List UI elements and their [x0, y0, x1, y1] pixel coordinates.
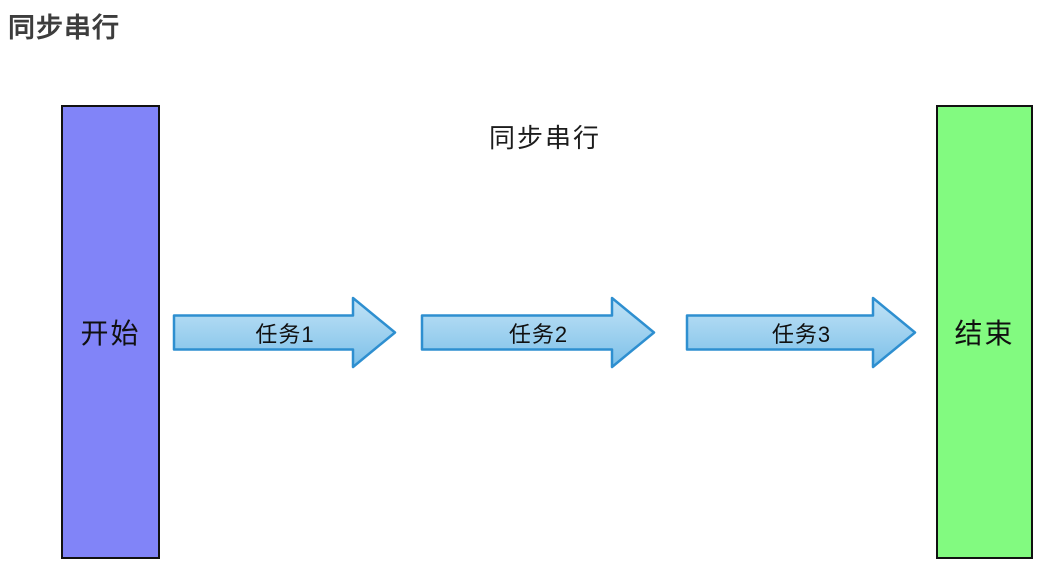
- page-title: 同步串行: [8, 13, 120, 43]
- right-arrow-icon: [172, 296, 397, 369]
- right-arrow-icon: [420, 296, 656, 369]
- end-node-label: 结束: [954, 318, 1015, 349]
- start-node: 开始: [61, 105, 160, 559]
- diagram-title: 同步串行: [488, 123, 601, 153]
- start-node-label: 开始: [80, 318, 141, 349]
- right-arrow-icon: [685, 296, 917, 369]
- task2-arrow: 任务2: [420, 295, 657, 370]
- task1-arrow: 任务1: [172, 295, 398, 370]
- task3-arrow: 任务3: [685, 295, 918, 370]
- end-node: 结束: [936, 105, 1033, 559]
